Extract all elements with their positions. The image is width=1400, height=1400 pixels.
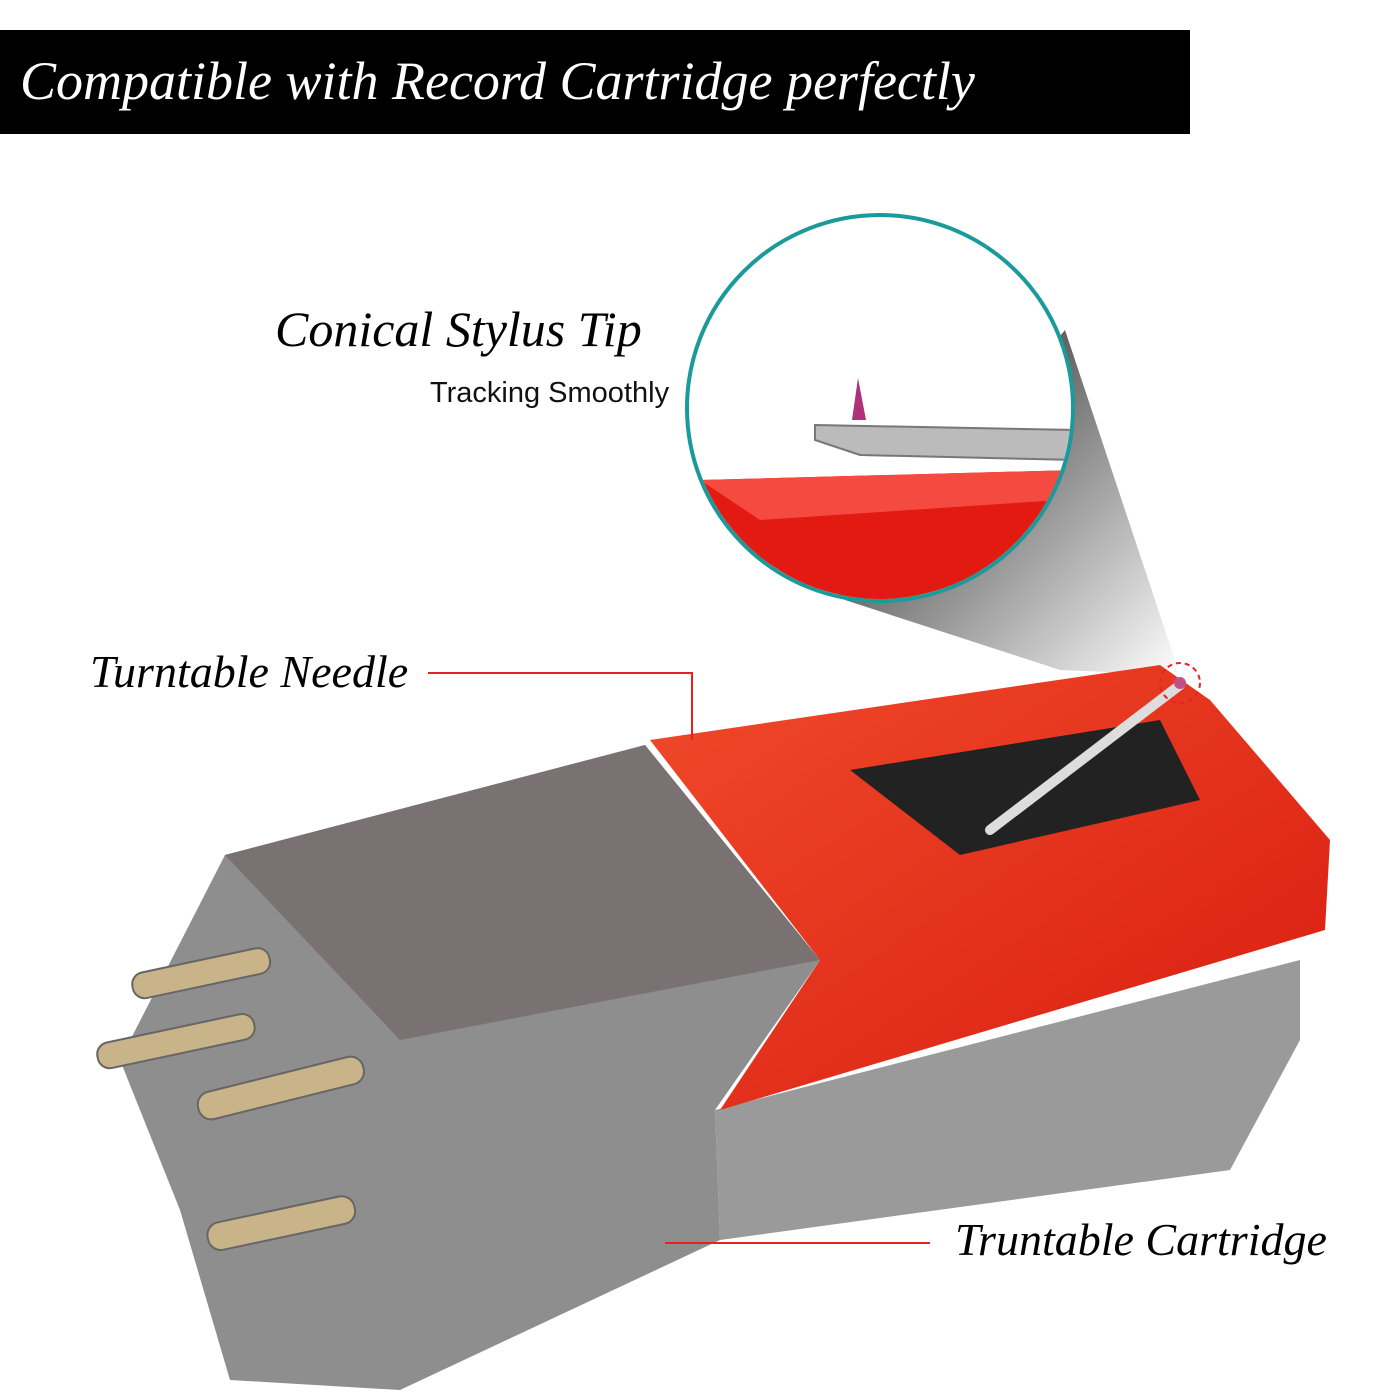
stylus-highlight (1159, 662, 1201, 704)
housing-window (850, 720, 1200, 855)
needle-leader-line (428, 672, 693, 740)
title-banner: Compatible with Record Cartridge perfect… (0, 30, 1190, 134)
cartridge-label: Truntable Cartridge (955, 1214, 1327, 1265)
stylus-tip-label: Conical Stylus Tip (275, 301, 642, 357)
needle-label: Turntable Needle (90, 646, 409, 697)
stylus-dot (1174, 677, 1186, 689)
banner-title: Compatible with Record Cartridge perfect… (20, 51, 975, 111)
stylus-tip (852, 378, 866, 420)
cantilever (985, 680, 1185, 835)
stylus-tip-sublabel: Tracking Smoothly (430, 377, 670, 409)
connector-pins (96, 947, 365, 1251)
cartridge-top-face (225, 745, 820, 1040)
cartridge-body-lower (715, 960, 1300, 1240)
